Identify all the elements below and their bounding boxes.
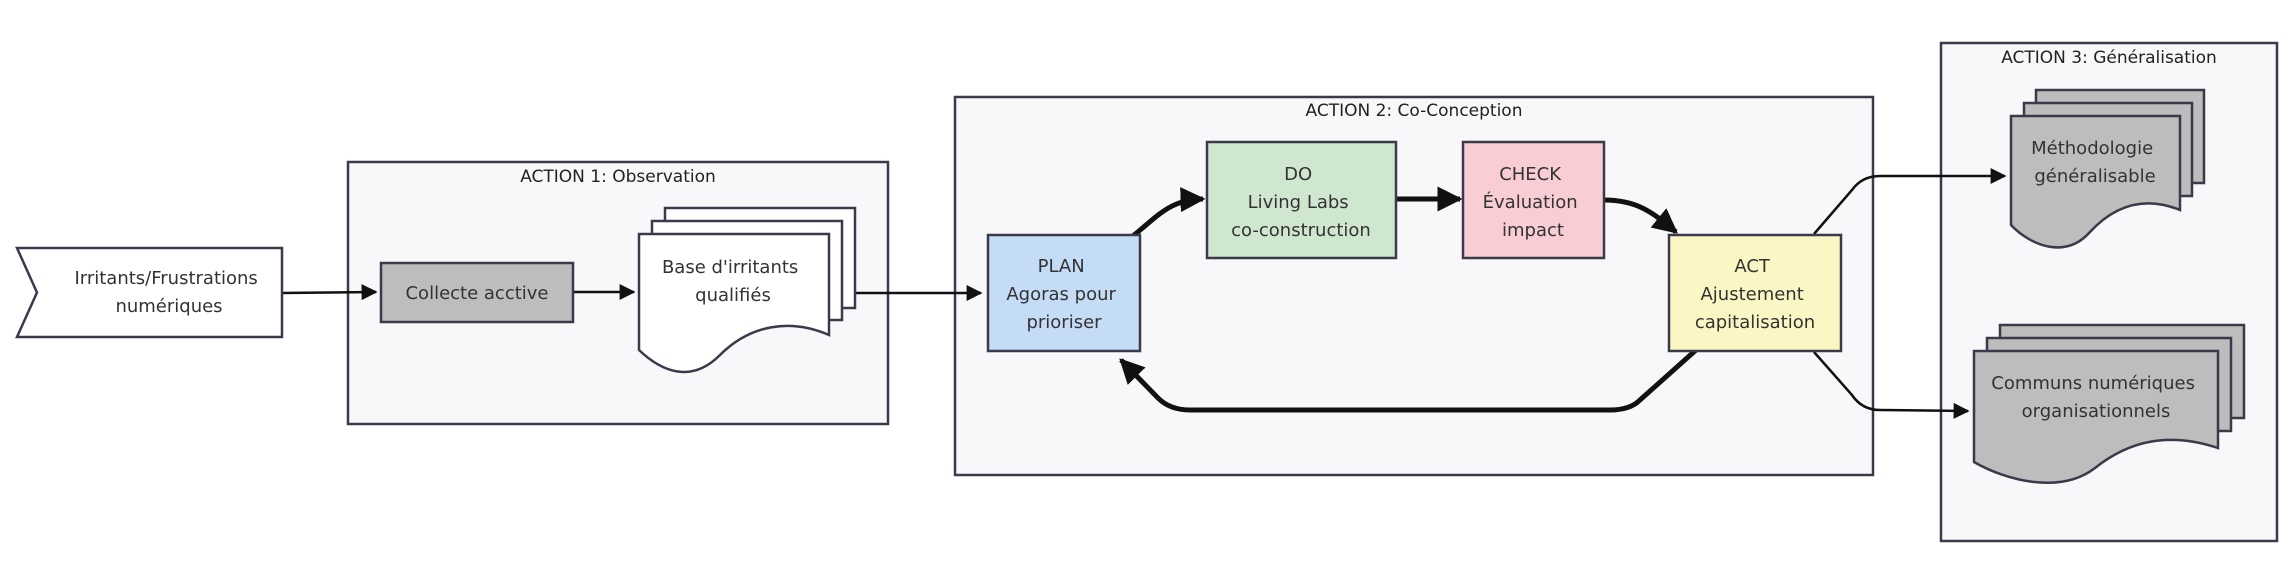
node-act-label: ACT Ajustement capitalisation xyxy=(1695,256,1815,333)
node-collecte-line-1: Collecte acctive xyxy=(405,283,548,304)
node-base-line-1: Base d'irritants xyxy=(662,257,798,278)
node-check-line-2: Évaluation xyxy=(1483,191,1578,213)
node-plan-line-2: Agoras pour xyxy=(1006,284,1116,305)
node-methodo-line-1: Méthodologie xyxy=(2031,138,2153,159)
node-act-shape xyxy=(1667,233,1843,353)
edge-act-communs xyxy=(1813,351,1970,419)
node-check-line-3: impact xyxy=(1502,220,1564,241)
node-do[interactable]: DO Living Labs co-construction xyxy=(1205,140,1398,260)
node-collecte-label: Collecte acctive xyxy=(405,283,548,304)
node-base-label: Base d'irritants qualifiés xyxy=(662,257,804,306)
cluster-action3-title: ACTION 3: Généralisation xyxy=(2001,48,2217,68)
node-do-label: DO Living Labs co-construction xyxy=(1231,164,1371,241)
node-irritants-shape xyxy=(15,246,284,339)
node-act-line-3: capitalisation xyxy=(1695,312,1815,333)
node-plan-line-1: PLAN xyxy=(1038,256,1085,277)
node-base-line-2: qualifiés xyxy=(695,285,771,306)
edge-irritants-collecte xyxy=(281,284,378,301)
node-communs-label: Communs numériques organisationnels xyxy=(1991,373,2200,422)
edge-act-plan xyxy=(1119,348,1698,413)
edge-plan-do xyxy=(1131,187,1206,238)
node-act-line-1: ACT xyxy=(1734,256,1771,277)
node-act-line-2: Ajustement xyxy=(1700,284,1803,305)
node-communs-doc-front xyxy=(1972,349,2220,484)
node-collecte-shape xyxy=(379,261,575,324)
cluster-action1-title: ACTION 1: Observation xyxy=(520,167,716,187)
cluster-action2-title: ACTION 2: Co-Conception xyxy=(1306,101,1523,121)
edges xyxy=(281,168,2007,419)
node-collecte[interactable]: Collecte acctive xyxy=(379,261,575,324)
node-base[interactable]: Base d'irritants qualifiés xyxy=(637,206,857,374)
node-check-line-1: CHECK xyxy=(1499,164,1562,185)
node-methodo-line-2: généralisable xyxy=(2034,166,2155,187)
node-communs-line-2: organisationnels xyxy=(2022,401,2171,422)
node-irritants-line-2: numériques xyxy=(115,296,222,317)
node-check-label: CHECK Évaluation impact xyxy=(1483,164,1584,241)
node-check-shape xyxy=(1461,140,1606,260)
node-methodo-label: Méthodologie généralisable xyxy=(2031,138,2159,187)
node-do-shape xyxy=(1205,140,1398,260)
node-plan-line-3: prioriser xyxy=(1026,312,1102,333)
node-communs[interactable]: Communs numériques organisationnels xyxy=(1972,323,2246,484)
node-act[interactable]: ACT Ajustement capitalisation xyxy=(1667,233,1843,353)
node-methodo[interactable]: Méthodologie généralisable xyxy=(2009,88,2206,249)
edge-check-act xyxy=(1603,197,1678,234)
node-communs-line-1: Communs numériques xyxy=(1991,373,2195,394)
node-irritants[interactable]: Irritants/Frustrations numériques xyxy=(15,246,284,339)
node-do-line-2: Living Labs xyxy=(1248,192,1349,213)
node-check[interactable]: CHECK Évaluation impact xyxy=(1461,140,1606,260)
edge-act-methodo xyxy=(1813,168,2007,235)
node-irritants-line-1: Irritants/Frustrations xyxy=(74,268,257,289)
node-irritants-label: Irritants/Frustrations numériques xyxy=(74,268,263,317)
node-plan[interactable]: PLAN Agoras pour prioriser xyxy=(986,233,1142,353)
node-do-line-1: DO xyxy=(1284,164,1312,185)
node-do-line-3: co-construction xyxy=(1231,220,1371,241)
node-plan-shape xyxy=(986,233,1142,353)
node-plan-label: PLAN Agoras pour prioriser xyxy=(1006,256,1121,333)
node-base-doc-front xyxy=(637,232,831,374)
node-methodo-doc-front xyxy=(2009,114,2182,249)
